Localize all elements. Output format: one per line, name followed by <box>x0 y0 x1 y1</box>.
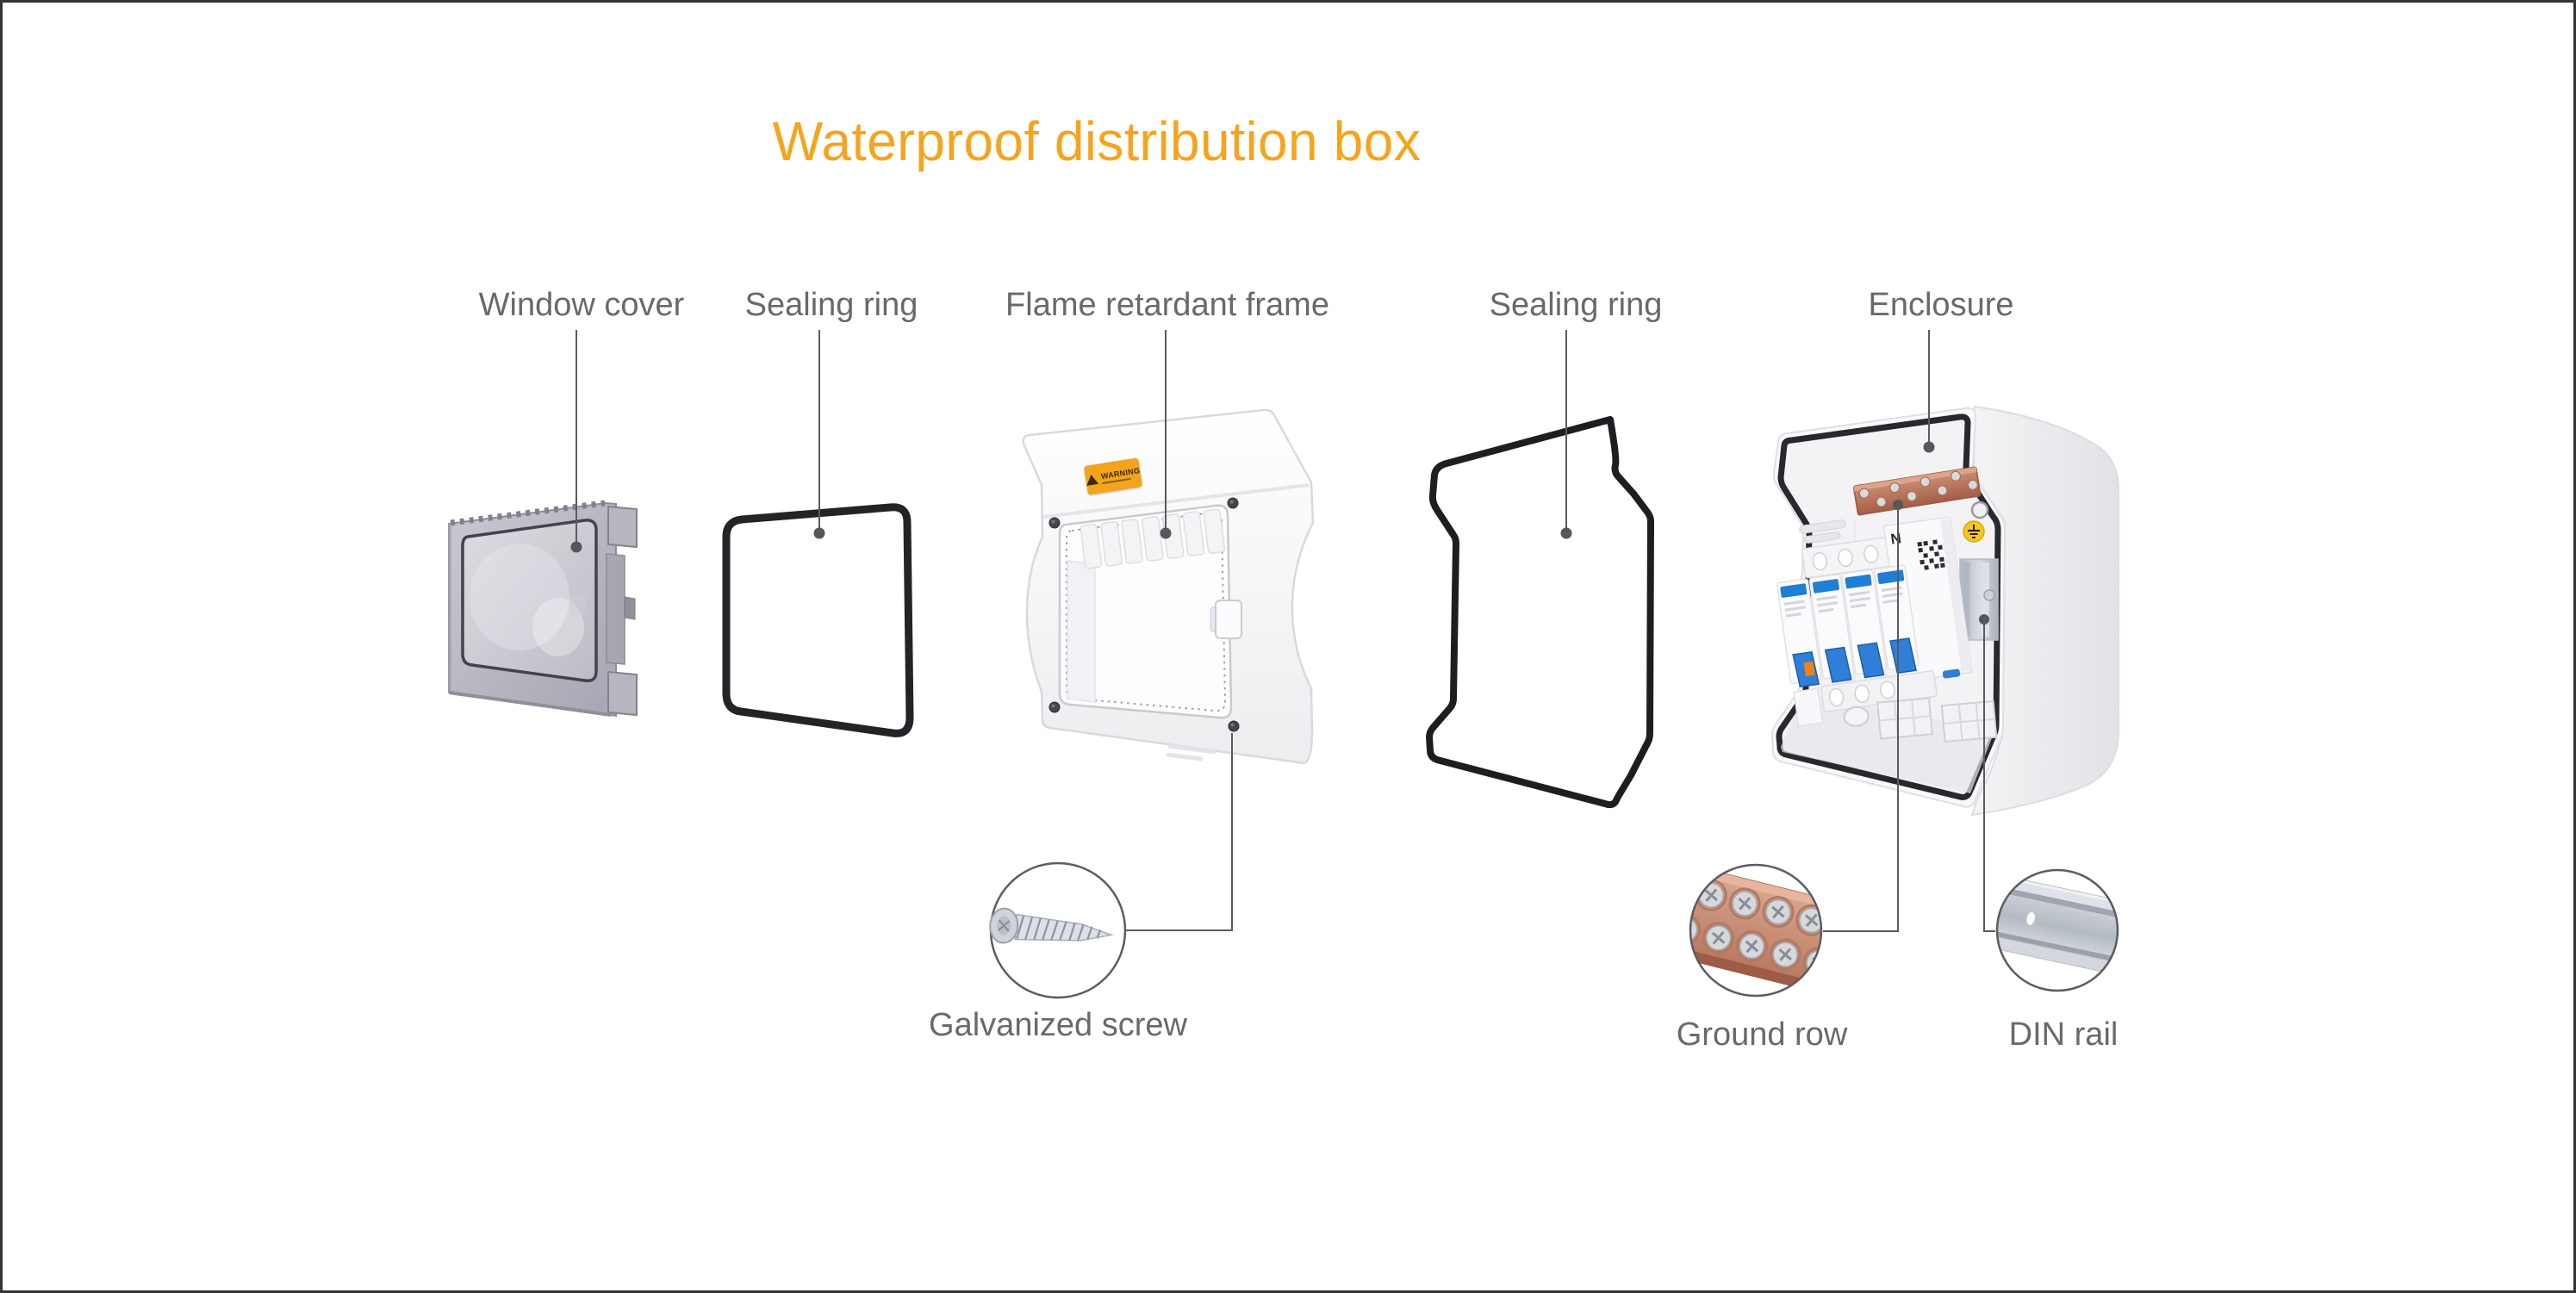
leader-lines-callouts <box>1125 505 1995 932</box>
label-ground-row: Ground row <box>1676 1016 1848 1053</box>
din-rail-bar <box>1959 558 1999 641</box>
label-window-cover: Window cover <box>478 287 685 323</box>
label-flame-retardant-frame: Flame retardant frame <box>1005 287 1329 323</box>
breaker-modules <box>1776 564 1920 688</box>
label-sealing-ring-2: Sealing ring <box>1489 287 1663 323</box>
module-slots <box>1080 508 1226 569</box>
cable-posts <box>1799 519 1846 544</box>
page-title: Waterproof distribution box <box>772 110 1422 172</box>
sealing-ring-2-illustration <box>1426 416 1654 809</box>
label-din-rail: DIN rail <box>2008 1016 2119 1053</box>
ground-row-callout <box>1689 863 1823 998</box>
diagram-artwork: N <box>448 330 2119 999</box>
label-enclosure: Enclosure <box>1868 287 2014 323</box>
enclosure-illustration: N <box>1770 405 2119 817</box>
flame-retardant-frame-illustration <box>1022 408 1315 765</box>
leader-lines-top <box>576 330 1930 547</box>
ground-row-icon <box>1690 865 1821 995</box>
galvanized-screw-callout <box>989 861 1127 999</box>
ground-row-bar <box>1852 466 1982 516</box>
circuit-breakers: N <box>1776 516 1973 727</box>
embossed-marking <box>1167 743 1216 762</box>
label-galvanized-screw: Galvanized screw <box>929 1007 1187 1043</box>
qr-code <box>1917 539 1945 570</box>
warning-triangle-icon <box>1085 473 1099 486</box>
frame-corner-screws <box>1048 497 1240 732</box>
orange-indicator <box>1803 661 1815 677</box>
window-cover-illustration <box>448 500 638 718</box>
leader-dots <box>570 441 1989 625</box>
knockout-panels <box>1843 697 1998 743</box>
ground-symbol <box>1963 520 1985 543</box>
screw-icon <box>989 907 1114 944</box>
sealing-ring-1-illustration <box>722 503 914 737</box>
din-rail-callout <box>1995 868 2119 992</box>
label-sealing-ring-1: Sealing ring <box>744 287 918 323</box>
neutral-marking: N <box>1889 530 1902 548</box>
